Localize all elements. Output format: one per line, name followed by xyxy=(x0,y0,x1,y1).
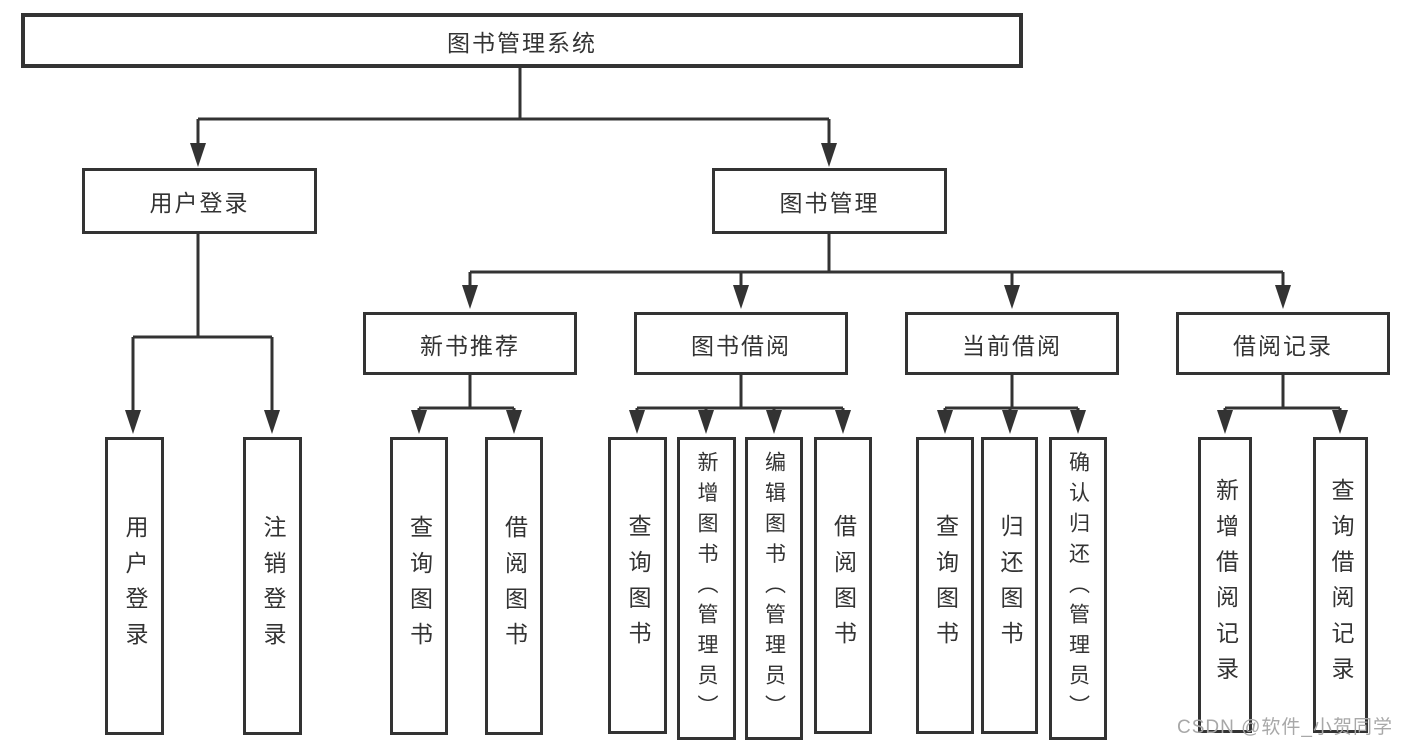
node-borrow-records: 借阅记录 xyxy=(1176,312,1390,375)
leaf-user-login: 用户登录 xyxy=(105,437,164,735)
node-label: 借阅图书 xyxy=(501,514,528,658)
node-label: 用户登录 xyxy=(122,514,148,658)
node-new-book-recommend: 新书推荐 xyxy=(363,312,577,375)
node-label: 编辑图书（管理员） xyxy=(762,451,786,726)
node-label: 查询图书 xyxy=(625,514,651,657)
leaf-add-borrow-record: 新增借阅记录 xyxy=(1198,437,1252,733)
node-label: 图书管理 xyxy=(779,190,880,216)
node-root-library-system: 图书管理系统 xyxy=(21,13,1023,68)
watermark: CSDN @软件_小贺同学 xyxy=(1177,717,1393,738)
leaf-logout: 注销登录 xyxy=(243,437,302,735)
node-book-management: 图书管理 xyxy=(712,168,947,234)
node-label: 查询借阅记录 xyxy=(1328,478,1354,692)
node-label: 借阅记录 xyxy=(1233,332,1333,359)
node-label: 图书管理系统 xyxy=(447,29,597,56)
node-book-borrow: 图书借阅 xyxy=(634,312,848,375)
leaf-edit-book-admin: 编辑图书（管理员） xyxy=(745,437,803,740)
leaf-confirm-return-admin: 确认归还（管理员） xyxy=(1049,437,1107,740)
node-label: 归还图书 xyxy=(997,514,1023,657)
node-label: 图书借阅 xyxy=(691,332,791,359)
leaf-query-borrow-record: 查询借阅记录 xyxy=(1313,437,1368,733)
node-label: 新书推荐 xyxy=(420,332,520,359)
node-label: 新增图书（管理员） xyxy=(695,451,718,726)
node-label: 查询图书 xyxy=(406,514,433,658)
node-user-login: 用户登录 xyxy=(82,168,317,234)
node-label: 用户登录 xyxy=(149,190,250,216)
leaf-borrow-books-1: 借阅图书 xyxy=(485,437,543,735)
node-current-borrow: 当前借阅 xyxy=(905,312,1119,375)
node-label: 注销登录 xyxy=(260,514,286,658)
node-label: 查询图书 xyxy=(932,514,959,657)
node-label: 新增借阅记录 xyxy=(1212,478,1239,692)
node-label: 当前借阅 xyxy=(962,332,1062,359)
leaf-query-books-2: 查询图书 xyxy=(608,437,667,734)
leaf-query-books-1: 查询图书 xyxy=(390,437,448,735)
leaf-query-books-3: 查询图书 xyxy=(916,437,974,734)
leaf-borrow-books-2: 借阅图书 xyxy=(814,437,872,734)
leaf-return-books: 归还图书 xyxy=(981,437,1038,734)
node-label: 确认归还（管理员） xyxy=(1066,451,1090,726)
leaf-add-book-admin: 新增图书（管理员） xyxy=(677,437,736,740)
node-label: 借阅图书 xyxy=(830,514,857,657)
